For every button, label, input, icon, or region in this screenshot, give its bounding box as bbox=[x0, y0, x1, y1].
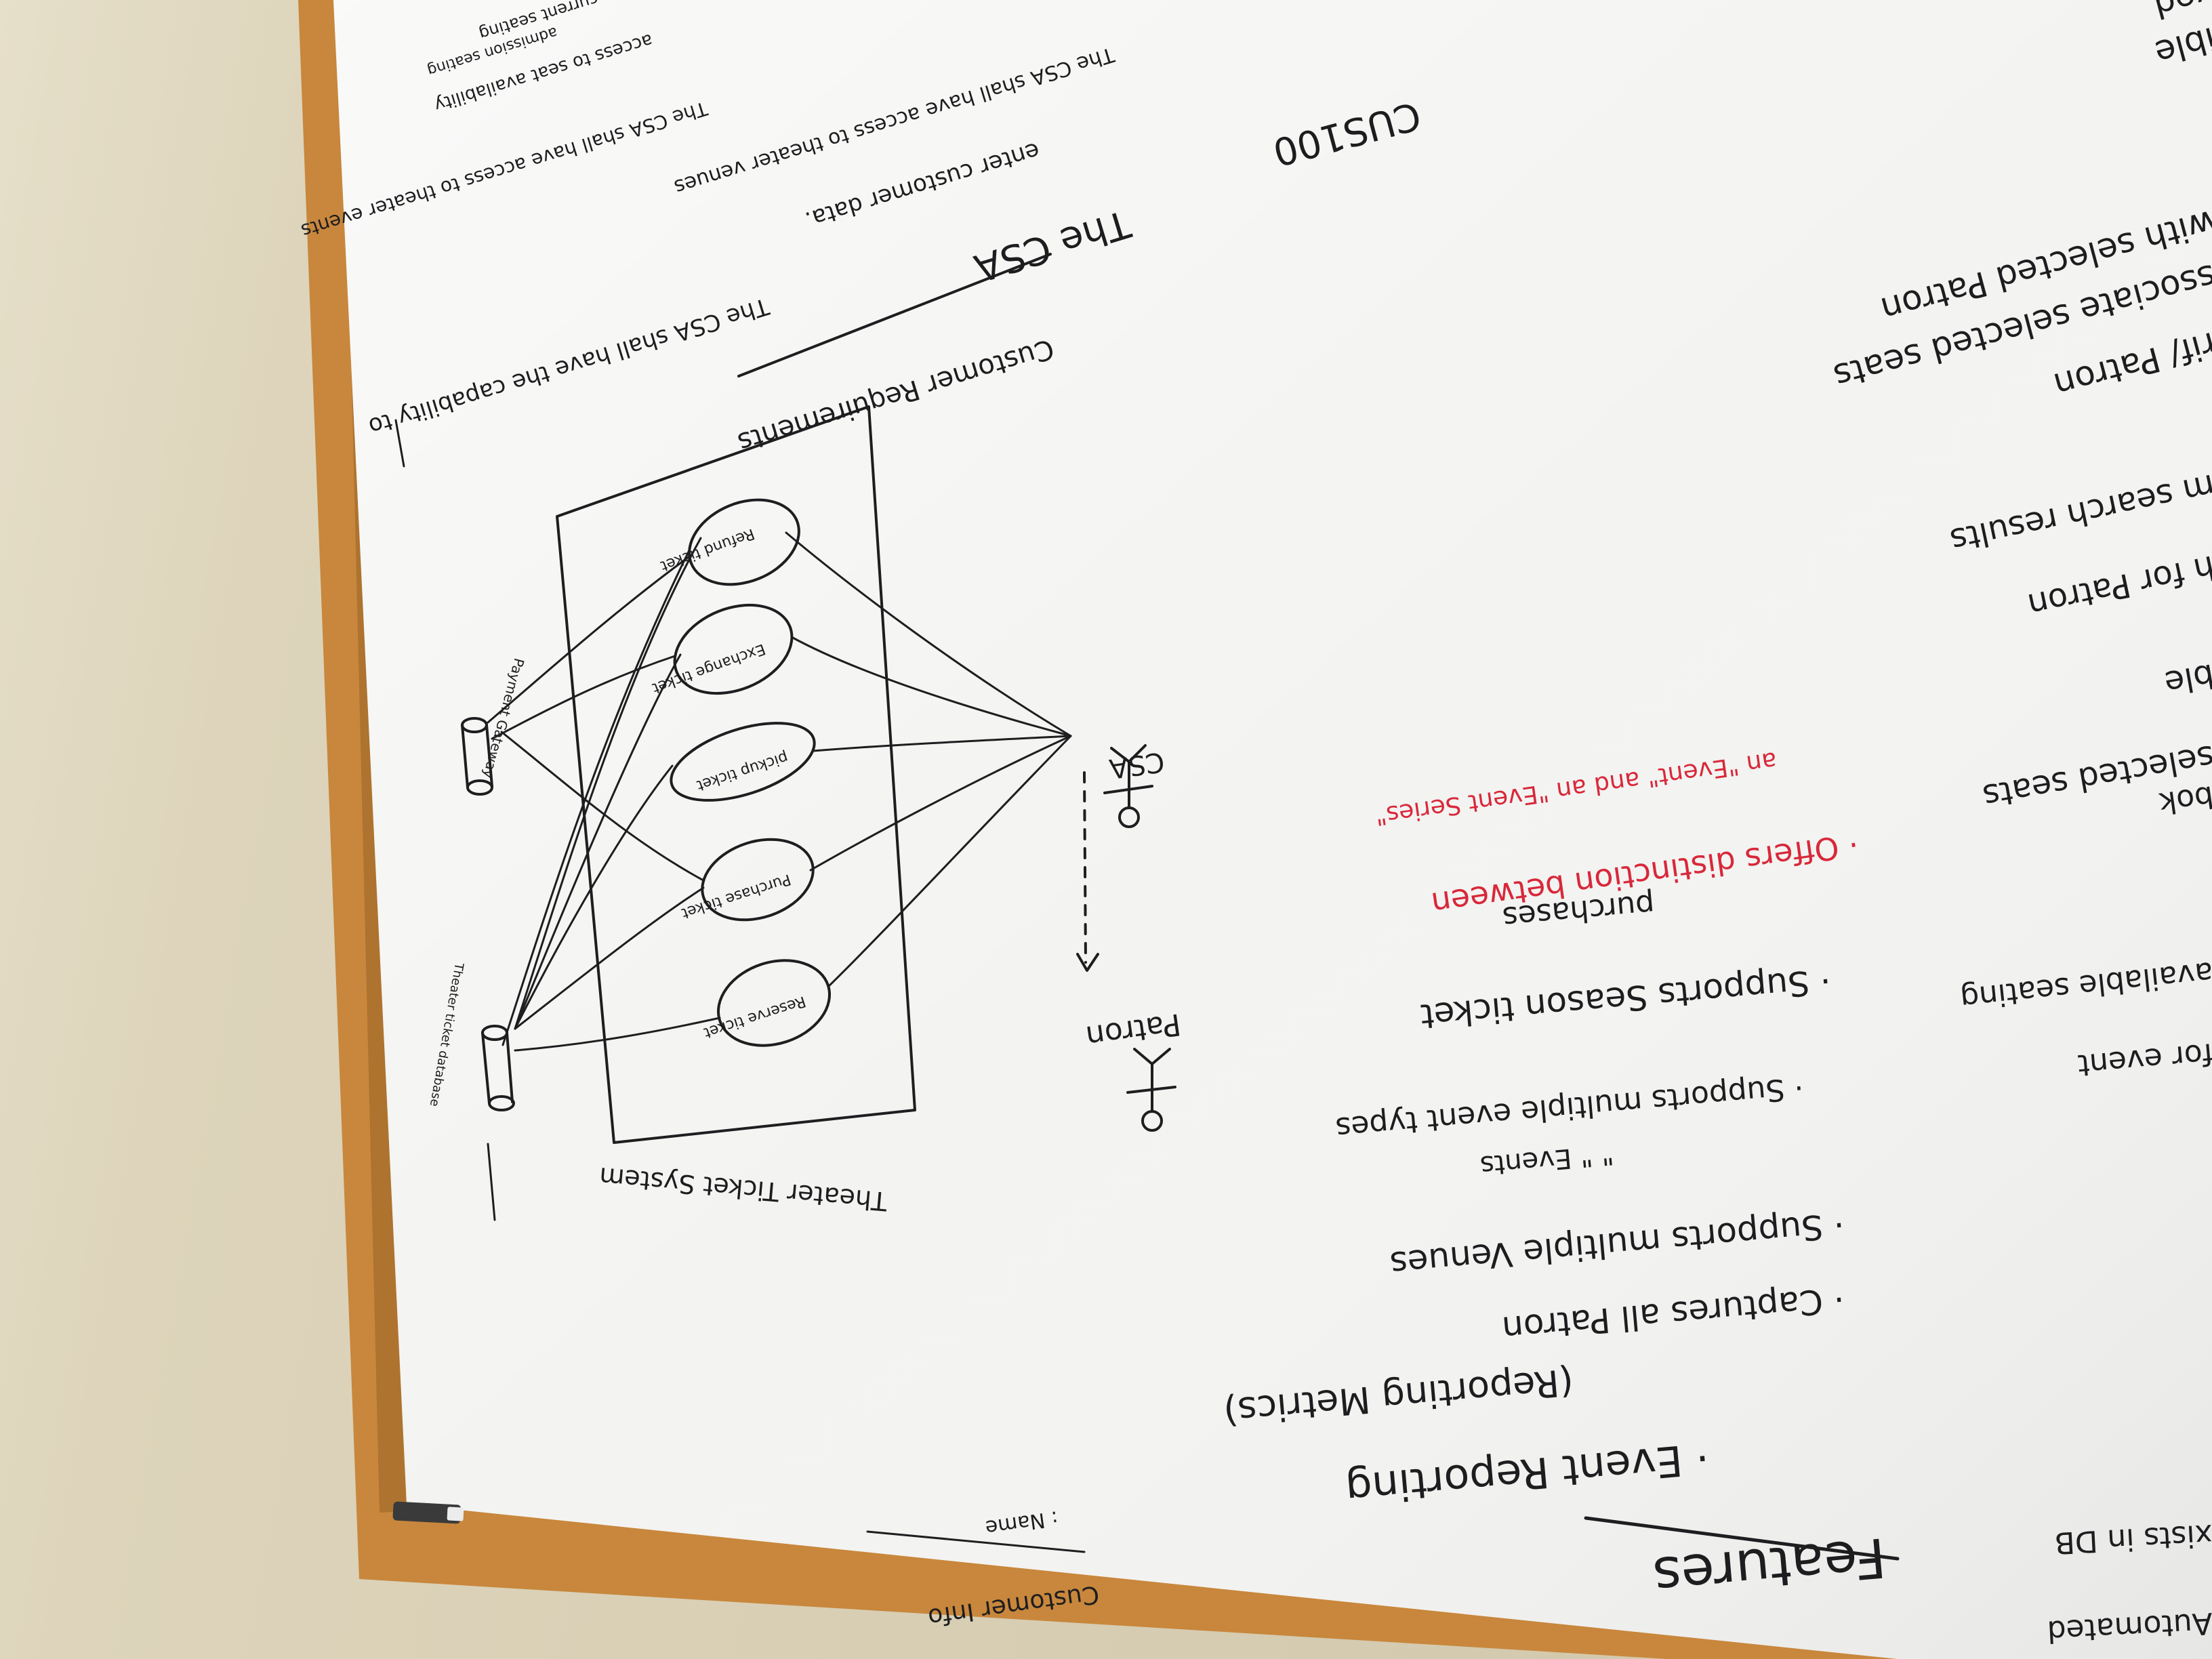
purchase-ticket-oval bbox=[701, 838, 815, 922]
database-cylinders bbox=[461, 717, 515, 1111]
use-case-diagram bbox=[394, 405, 1176, 1221]
marker-on-tray bbox=[392, 1501, 462, 1524]
csa-actor bbox=[1076, 744, 1153, 972]
csa-actor-label: CSA bbox=[1107, 745, 1166, 784]
pickup-ticket-oval bbox=[670, 722, 816, 802]
association-lines bbox=[487, 531, 1072, 1052]
exchange-ticket-oval bbox=[673, 603, 794, 695]
fragment-2: xists in DB bbox=[2053, 1517, 2212, 1560]
system-boundary bbox=[556, 405, 916, 1144]
fragment-5: bok bbox=[2156, 779, 2212, 821]
patron-actor bbox=[1126, 1048, 1176, 1132]
refund-ticket-oval bbox=[688, 498, 800, 586]
fragment-7: ble bbox=[2162, 656, 2212, 702]
